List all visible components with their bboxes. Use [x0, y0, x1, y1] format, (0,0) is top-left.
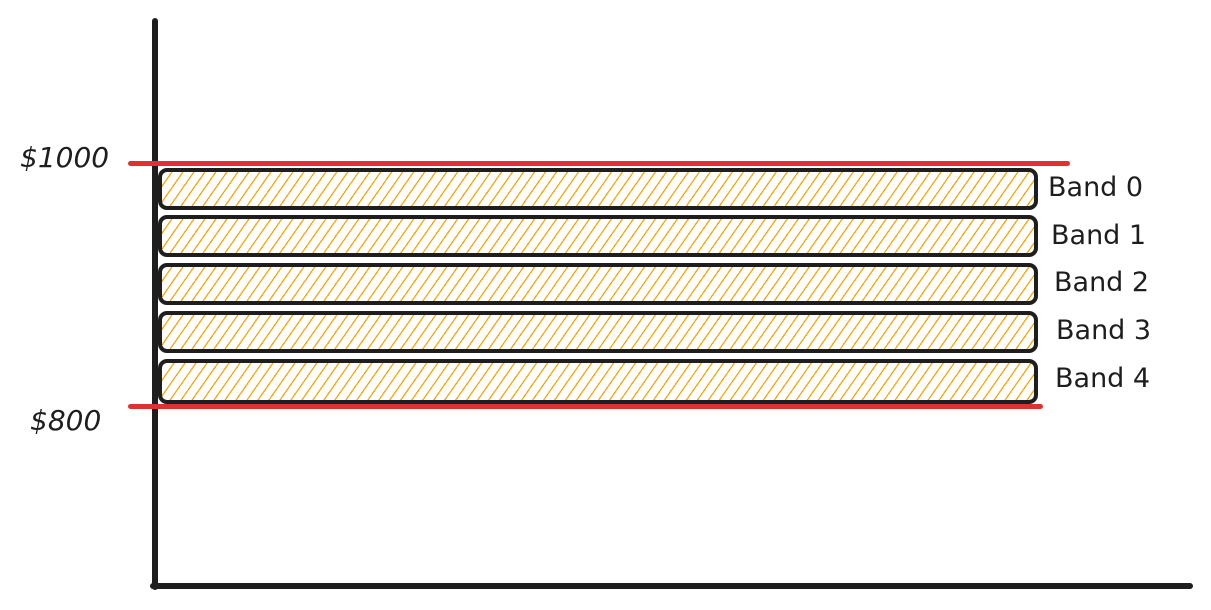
band-3	[158, 311, 1038, 353]
band-4	[158, 359, 1038, 404]
upper-price-label: $1000	[20, 141, 110, 174]
band-label-2: Band 2	[1054, 267, 1150, 298]
band-1	[158, 215, 1038, 257]
y-axis	[152, 18, 158, 590]
band-label-1: Band 1	[1051, 220, 1147, 251]
lower-price-line	[128, 404, 1043, 409]
band-label-4: Band 4	[1055, 363, 1151, 394]
band-2	[158, 263, 1038, 305]
lower-price-label: $800	[30, 404, 102, 437]
band-label-0: Band 0	[1048, 172, 1144, 203]
upper-price-line	[128, 161, 1070, 166]
band-0	[158, 168, 1038, 210]
x-axis	[150, 583, 1193, 589]
band-label-3: Band 3	[1056, 315, 1152, 346]
